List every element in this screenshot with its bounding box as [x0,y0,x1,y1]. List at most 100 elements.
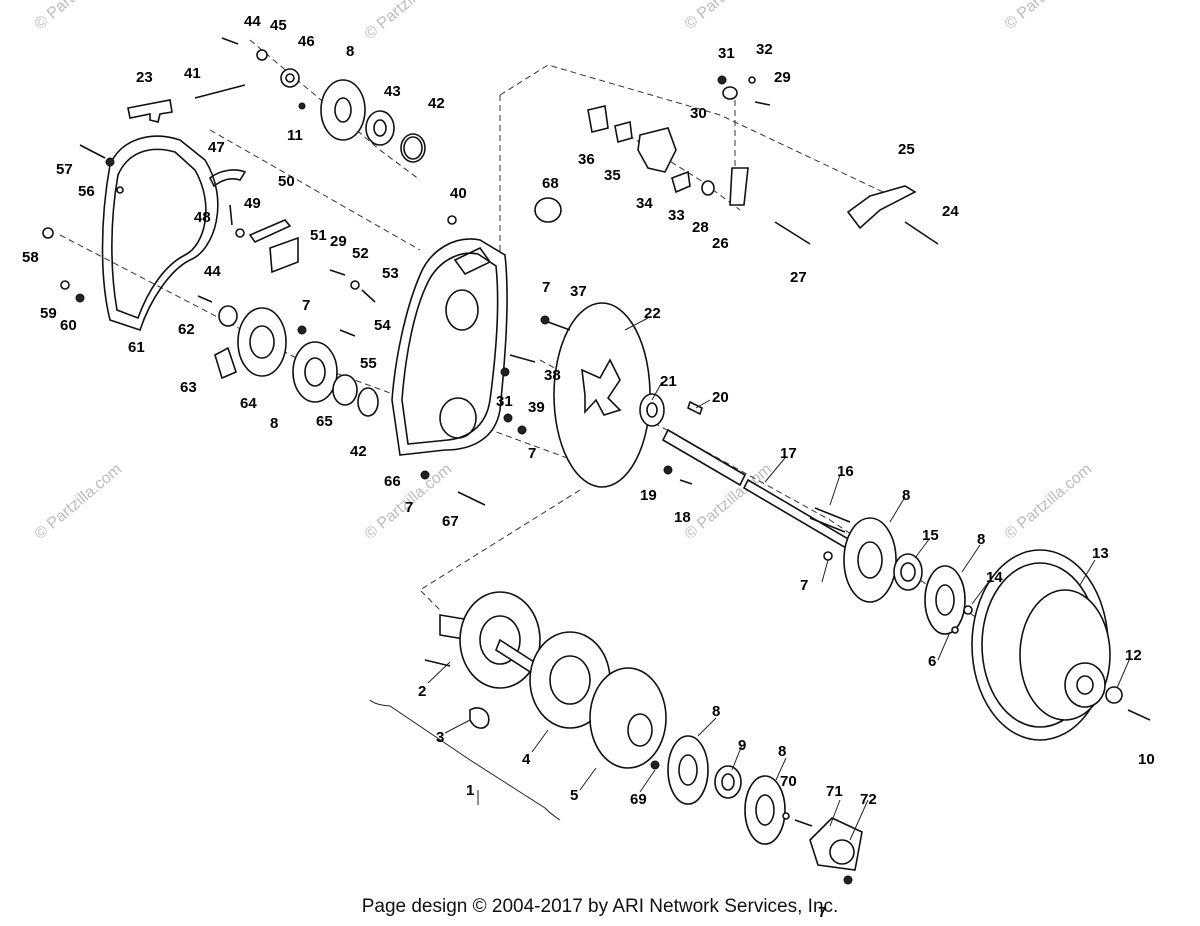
callout-15: 15 [922,527,939,544]
callout-14: 14 [986,569,1003,586]
right-bearing-set [823,517,973,635]
callout-7-e: 7 [302,297,310,314]
callout-30: 30 [690,105,707,122]
callout-9: 9 [738,737,746,754]
watermark: © Partzilla.com [32,461,126,543]
callout-7-d: 7 [542,279,550,296]
callout-25: 25 [898,141,915,158]
callout-23: 23 [136,69,153,86]
callout-5: 5 [570,787,578,804]
callout-59: 59 [40,305,57,322]
callout-4: 4 [522,751,531,768]
upper-bearing-set [221,37,426,163]
callout-17: 17 [780,445,797,462]
callout-71: 71 [826,783,843,800]
callout-29-b: 29 [330,233,347,250]
watermark: © Partzilla.com [1002,0,1096,33]
callout-43: 43 [384,83,401,100]
callout-6: 6 [928,653,936,670]
callout-70: 70 [780,773,797,790]
callout-7: 7 [800,577,808,594]
callout-8: 8 [346,43,354,60]
callout-8-c: 8 [902,487,910,504]
callout-13: 13 [1092,545,1109,562]
callout-40: 40 [450,185,467,202]
callout-1: 1 [466,782,474,799]
callout-47: 47 [208,139,225,156]
callout-7-c: 7 [528,445,536,462]
callout-31-b: 31 [496,393,513,410]
lower-bearing-set [650,735,863,885]
callout-64: 64 [240,395,257,412]
watermark: © Partzilla.com [1002,461,1096,543]
callout-32: 32 [756,41,773,58]
callout-53: 53 [382,265,399,282]
callout-56: 56 [78,183,95,200]
callout-28: 28 [692,219,709,236]
callout-31: 31 [718,45,735,62]
driven-disc [534,197,665,488]
callout-48: 48 [194,209,211,226]
callout-18: 18 [674,509,691,526]
callout-8-b: 8 [270,415,278,432]
callout-36: 36 [578,151,595,168]
drive-shafts [661,400,852,550]
callout-55: 55 [360,355,377,372]
callout-34: 34 [636,195,653,212]
chain-case-housing [391,238,508,456]
callout-24: 24 [942,203,959,220]
callout-3: 3 [436,729,444,746]
leader-lines [427,317,1131,841]
callout-50: 50 [278,173,295,190]
callout-26: 26 [712,235,729,252]
bracket-23 [127,84,246,123]
callout-42: 42 [428,95,445,112]
watermark: © Partzilla.com [362,0,456,43]
callout-19: 19 [640,487,657,504]
callout-57: 57 [56,161,73,178]
callout-21: 21 [660,373,677,390]
track-drive-assembly [369,591,667,821]
callout-29: 29 [774,69,791,86]
callout-35: 35 [604,167,621,184]
callout-45: 45 [270,17,287,34]
callout-44-b: 44 [204,263,221,280]
callout-11: 11 [287,127,303,144]
callout-8-d: 8 [977,531,985,548]
callout-numbers: 1 2 3 4 5 6 7 7 7 7 7 7 8 8 8 8 8 8 9 10… [22,13,1155,921]
footer-copyright: Page design © 2004-2017 by ARI Network S… [361,896,839,917]
linkage-assembly [587,75,939,245]
callout-51: 51 [310,227,327,244]
callout-7-b: 7 [405,499,413,516]
callout-49: 49 [244,195,261,212]
callout-60: 60 [60,317,77,334]
callout-72: 72 [860,791,877,808]
callout-52: 52 [352,245,369,262]
callout-8-e: 8 [712,703,720,720]
callout-66: 66 [384,473,401,490]
callout-37: 37 [570,283,587,300]
lower-sprocket-set [208,169,379,417]
callout-54: 54 [374,317,391,334]
callout-39: 39 [528,399,545,416]
callout-61: 61 [128,339,145,356]
callout-2: 2 [418,683,426,700]
callout-68: 68 [542,175,559,192]
callout-42-b: 42 [350,443,367,460]
callout-22: 22 [644,305,661,322]
callout-7-f: 7 [818,904,826,921]
fasteners [42,144,959,827]
pulley [971,549,1151,741]
callout-46: 46 [298,33,315,50]
callout-20: 20 [712,389,729,406]
watermark: © Partzilla.com [32,0,126,33]
callout-67: 67 [442,513,459,530]
callout-33: 33 [668,207,685,224]
callout-65: 65 [316,413,333,430]
callout-16: 16 [837,463,854,480]
callout-8-f: 8 [778,743,786,760]
callout-10: 10 [1138,751,1155,768]
callout-27: 27 [790,269,807,286]
callout-38: 38 [544,367,561,384]
